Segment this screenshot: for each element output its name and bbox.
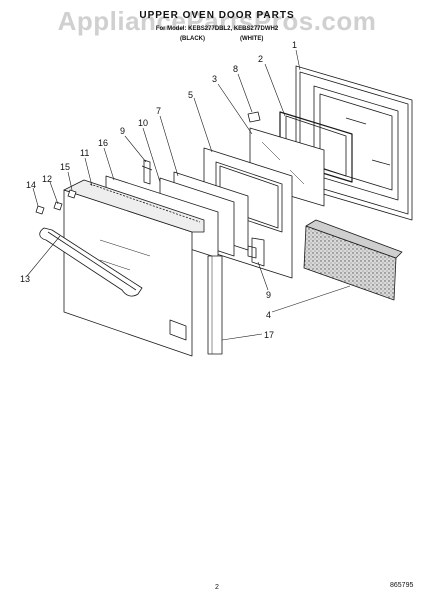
callout-7: 7	[156, 106, 161, 116]
callout-2: 2	[258, 54, 263, 64]
callout-4: 4	[266, 310, 271, 320]
part-4-insulation	[303, 219, 403, 301]
leader-lines	[26, 49, 351, 341]
callout-3: 3	[212, 74, 217, 84]
color-white: (WHITE)	[240, 36, 264, 42]
part-9-bracket-lower	[247, 237, 265, 267]
callout-15: 15	[60, 162, 70, 172]
callout-10: 10	[138, 118, 148, 128]
part-17-side-trim	[207, 255, 223, 355]
drawing-number: 865795	[390, 582, 414, 589]
part-13-door-handle	[39, 227, 143, 297]
part-9-bracket-upper	[141, 159, 153, 185]
part-15-screw	[67, 189, 77, 199]
diagram-title: UPPER OVEN DOOR PARTS	[139, 10, 295, 21]
watermark: AppliancePartsPros.com	[57, 6, 377, 36]
callout-9-lower: 9	[266, 290, 271, 300]
part-14-screw	[35, 205, 45, 215]
model-line: For Model: KEBS277DBL2, KEBS277DWH2	[155, 26, 279, 32]
part-12-screw	[53, 201, 63, 211]
callout-17: 17	[264, 330, 274, 340]
callout-5: 5	[188, 90, 193, 100]
part-11-outer-door	[63, 179, 205, 357]
callout-8: 8	[233, 64, 238, 74]
part-8-clip	[247, 111, 261, 123]
part-1-door-liner	[295, 65, 413, 221]
callout-9-upper: 9	[120, 126, 125, 136]
color-black: (BLACK)	[180, 36, 205, 42]
callout-14: 14	[26, 180, 36, 190]
callout-16: 16	[98, 138, 108, 148]
callout-1: 1	[292, 40, 297, 50]
callout-11: 11	[80, 148, 89, 158]
callout-13: 13	[20, 274, 30, 284]
page-number: 2	[215, 584, 219, 591]
callout-labels: 1 2 3 4 5 7 8 9 9 10 11 12 13 14 15 16 1…	[20, 40, 297, 340]
callout-12: 12	[42, 174, 52, 184]
